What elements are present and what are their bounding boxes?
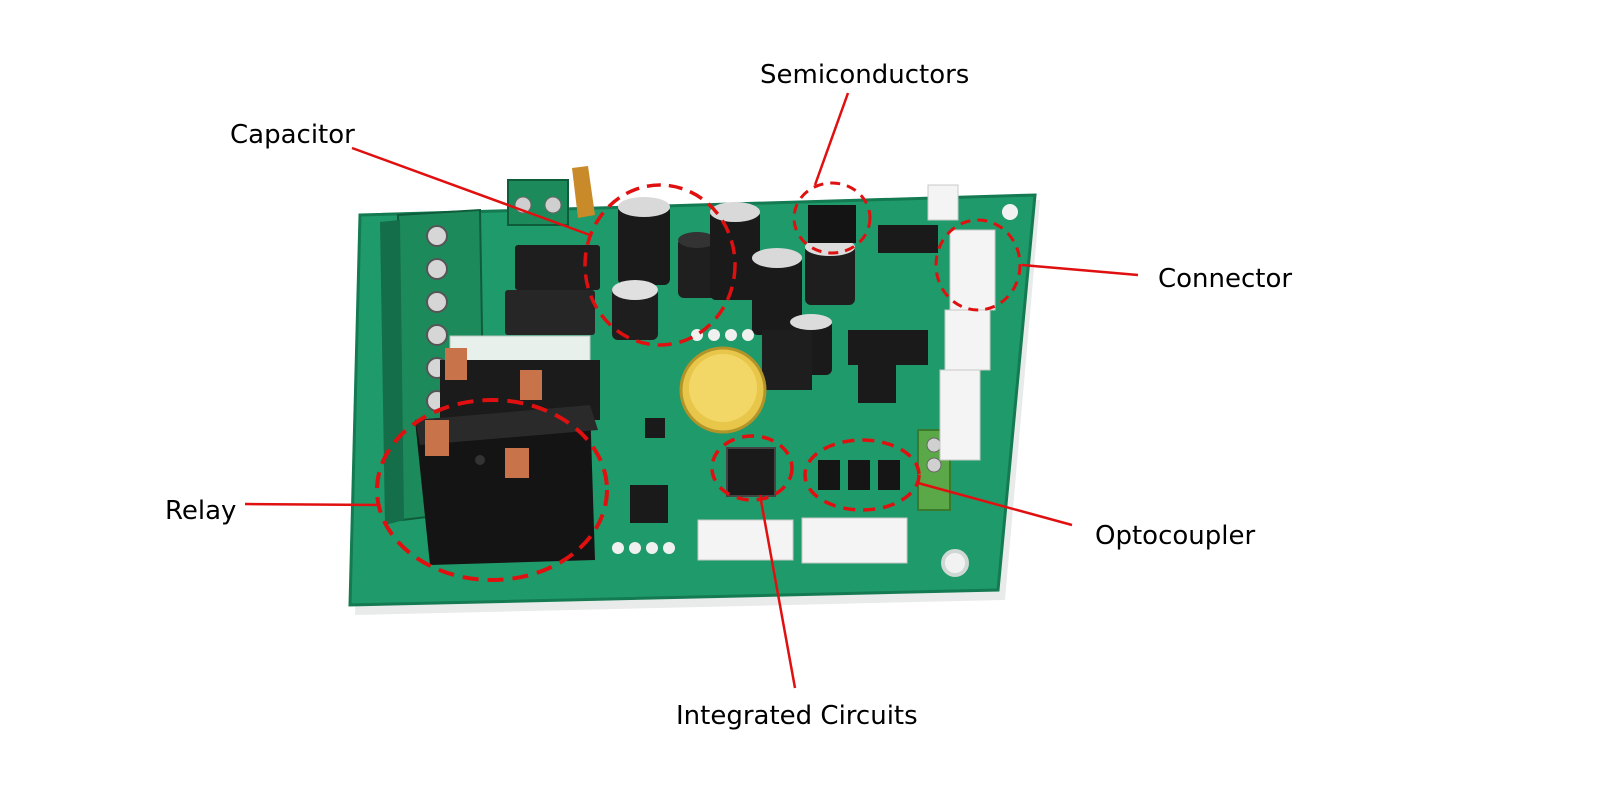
mounting-hole <box>941 549 969 577</box>
coin-cell-battery-face <box>689 354 757 422</box>
label-relay: Relay <box>165 496 237 526</box>
ic-callout-circle <box>710 434 794 502</box>
semiconductor-chip <box>808 205 856 243</box>
green-terminal-screw <box>926 457 942 473</box>
callout-circles <box>375 181 1022 582</box>
optocoupler-callout-circle <box>803 438 921 512</box>
mounting-hole <box>1002 204 1018 220</box>
main-relay-top <box>415 405 598 445</box>
relay-tab <box>520 370 542 400</box>
white-connector <box>939 369 981 461</box>
pin-header <box>762 330 812 390</box>
green-terminal-screw <box>926 437 942 453</box>
small-ic <box>858 365 896 403</box>
screw-icon <box>426 258 448 280</box>
capacitor-callout-circle <box>583 183 737 347</box>
solder-pad <box>742 329 754 341</box>
relay-leader <box>244 502 381 507</box>
leader-lines <box>244 92 1139 689</box>
solder-pad <box>629 542 641 554</box>
white-connector <box>801 517 908 564</box>
optocoupler-chip <box>878 460 900 490</box>
solder-pad <box>612 542 624 554</box>
solder-pad <box>708 329 720 341</box>
optocoupler-leader <box>917 481 1073 527</box>
label-optocoupler: Optocoupler <box>1095 521 1256 551</box>
solder-pad <box>663 542 675 554</box>
main-relay <box>415 405 595 565</box>
microcontroller-ic <box>726 447 776 497</box>
connector-callout-circle <box>934 218 1022 312</box>
white-connector <box>944 309 991 371</box>
relay-tab <box>425 420 449 456</box>
relay-callout-circle <box>375 398 609 582</box>
optocoupler-chip <box>818 460 840 490</box>
semiconductors-callout-circle <box>792 181 872 255</box>
screw-icon <box>426 324 448 346</box>
solder-pad <box>646 542 658 554</box>
relay-dimple <box>475 455 485 465</box>
label-semiconductors: Semiconductors <box>760 60 970 90</box>
small-ic <box>630 485 668 523</box>
fuse-tab <box>572 166 595 218</box>
white-connector <box>927 184 959 221</box>
white-connector <box>949 229 996 311</box>
pin-header <box>848 330 928 365</box>
white-connector <box>697 519 794 561</box>
connector-leader <box>1021 263 1139 277</box>
relay-tab <box>505 448 529 478</box>
optocoupler-chip <box>848 460 870 490</box>
screw-icon <box>426 291 448 313</box>
small-relay <box>515 245 600 290</box>
screw-icon <box>426 225 448 247</box>
small-ic <box>645 418 665 438</box>
semiconductors-leader <box>813 92 850 186</box>
top-terminal-screw <box>544 196 562 214</box>
label-connector: Connector <box>1158 264 1293 294</box>
capacitor-leader <box>351 146 591 237</box>
pin-header <box>878 225 938 253</box>
solder-pads <box>612 329 754 554</box>
small-relay <box>505 290 595 335</box>
label-capacitor: Capacitor <box>230 120 355 150</box>
solder-pad <box>725 329 737 341</box>
ic-leader <box>758 494 797 689</box>
label-integrated-circuits: Integrated Circuits <box>676 701 918 731</box>
relay-tab <box>445 348 467 380</box>
